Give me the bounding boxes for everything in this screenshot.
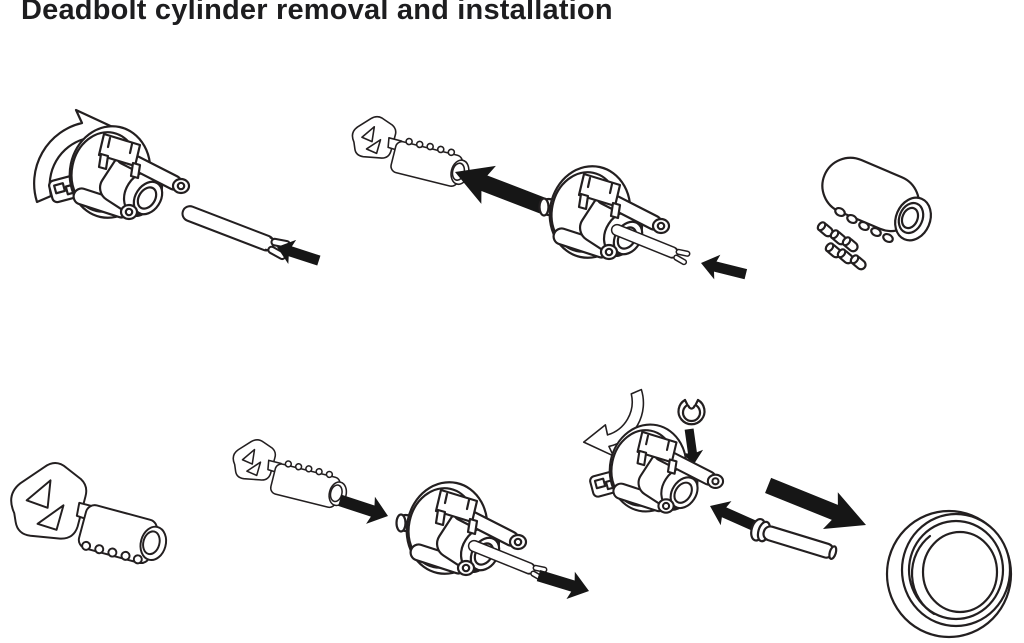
removal-tool xyxy=(178,200,293,262)
key-with-cylinder xyxy=(5,445,176,586)
tailpiece-pin xyxy=(750,517,838,560)
panel-step-3 xyxy=(815,156,932,273)
page-title: Deadbolt cylinder removal and installati… xyxy=(21,0,613,26)
cylinder-shell xyxy=(821,156,932,244)
panel-step-5 xyxy=(230,427,594,605)
panel-step-6 xyxy=(582,388,1013,639)
panel-step-2 xyxy=(349,103,749,287)
retaining-clip xyxy=(677,398,706,426)
key-with-cylinder xyxy=(230,427,353,523)
key-with-cylinder xyxy=(349,103,476,202)
panel-step-4 xyxy=(5,445,176,586)
panel-step-1 xyxy=(33,108,323,273)
insert-arrow-icon xyxy=(697,250,749,287)
deadbolt-chassis xyxy=(588,416,725,520)
trim-collar xyxy=(885,509,1013,639)
